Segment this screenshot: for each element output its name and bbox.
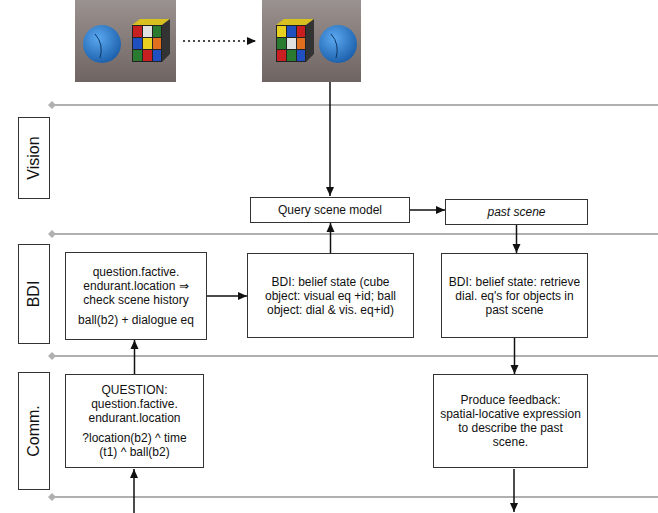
process-box: past scene [445,199,588,225]
vision-input-arrow [329,82,331,196]
box-text: QUESTION: question.factive. endurant.loc… [72,383,197,425]
lane-label: BDI [25,281,43,308]
process-box: question.factive. endurant.location ⇒ ch… [65,252,207,340]
flow-arrow [134,340,136,374]
flow-arrow [330,223,332,253]
box-text: ball(b2) + dialogue eq [78,313,194,327]
process-box: Produce feedback: spatial-locative expre… [433,374,588,468]
flow-arrow [207,295,247,297]
box-text: ?location(b2) ^ time (t1) ^ ball(b2) [72,431,197,459]
dotted-arrow [183,40,256,42]
lane-label-box: Comm. [18,372,50,490]
box-text: BDI: belief state (cube object: visual e… [254,275,407,317]
process-box: BDI: belief state: retrieve dial. eq's f… [441,253,588,338]
process-box: BDI: belief state (cube object: visual e… [247,253,414,338]
box-text: BDI: belief state: retrieve dial. eq's f… [448,275,581,317]
flow-arrow [410,209,445,211]
lane-label: Vision [25,136,43,179]
output-arrow [513,469,515,512]
flow-arrow [514,338,516,374]
box-text: past scene [487,205,545,219]
lane-lines [52,105,658,497]
lane-label-box: Vision [18,117,50,199]
process-box: Query scene model [250,197,410,223]
scene-photo [262,0,361,82]
process-box: QUESTION: question.factive. endurant.loc… [65,374,204,468]
box-text: question.factive. endurant.location ⇒ ch… [72,265,200,307]
lane-label-box: BDI [18,244,50,344]
box-text: Query scene model [278,203,382,217]
scene-photo [75,0,176,82]
lane-label: Comm. [25,405,43,457]
box-text: Produce feedback: spatial-locative expre… [440,393,581,449]
flow-arrow [516,225,518,253]
input-arrow [133,469,135,513]
